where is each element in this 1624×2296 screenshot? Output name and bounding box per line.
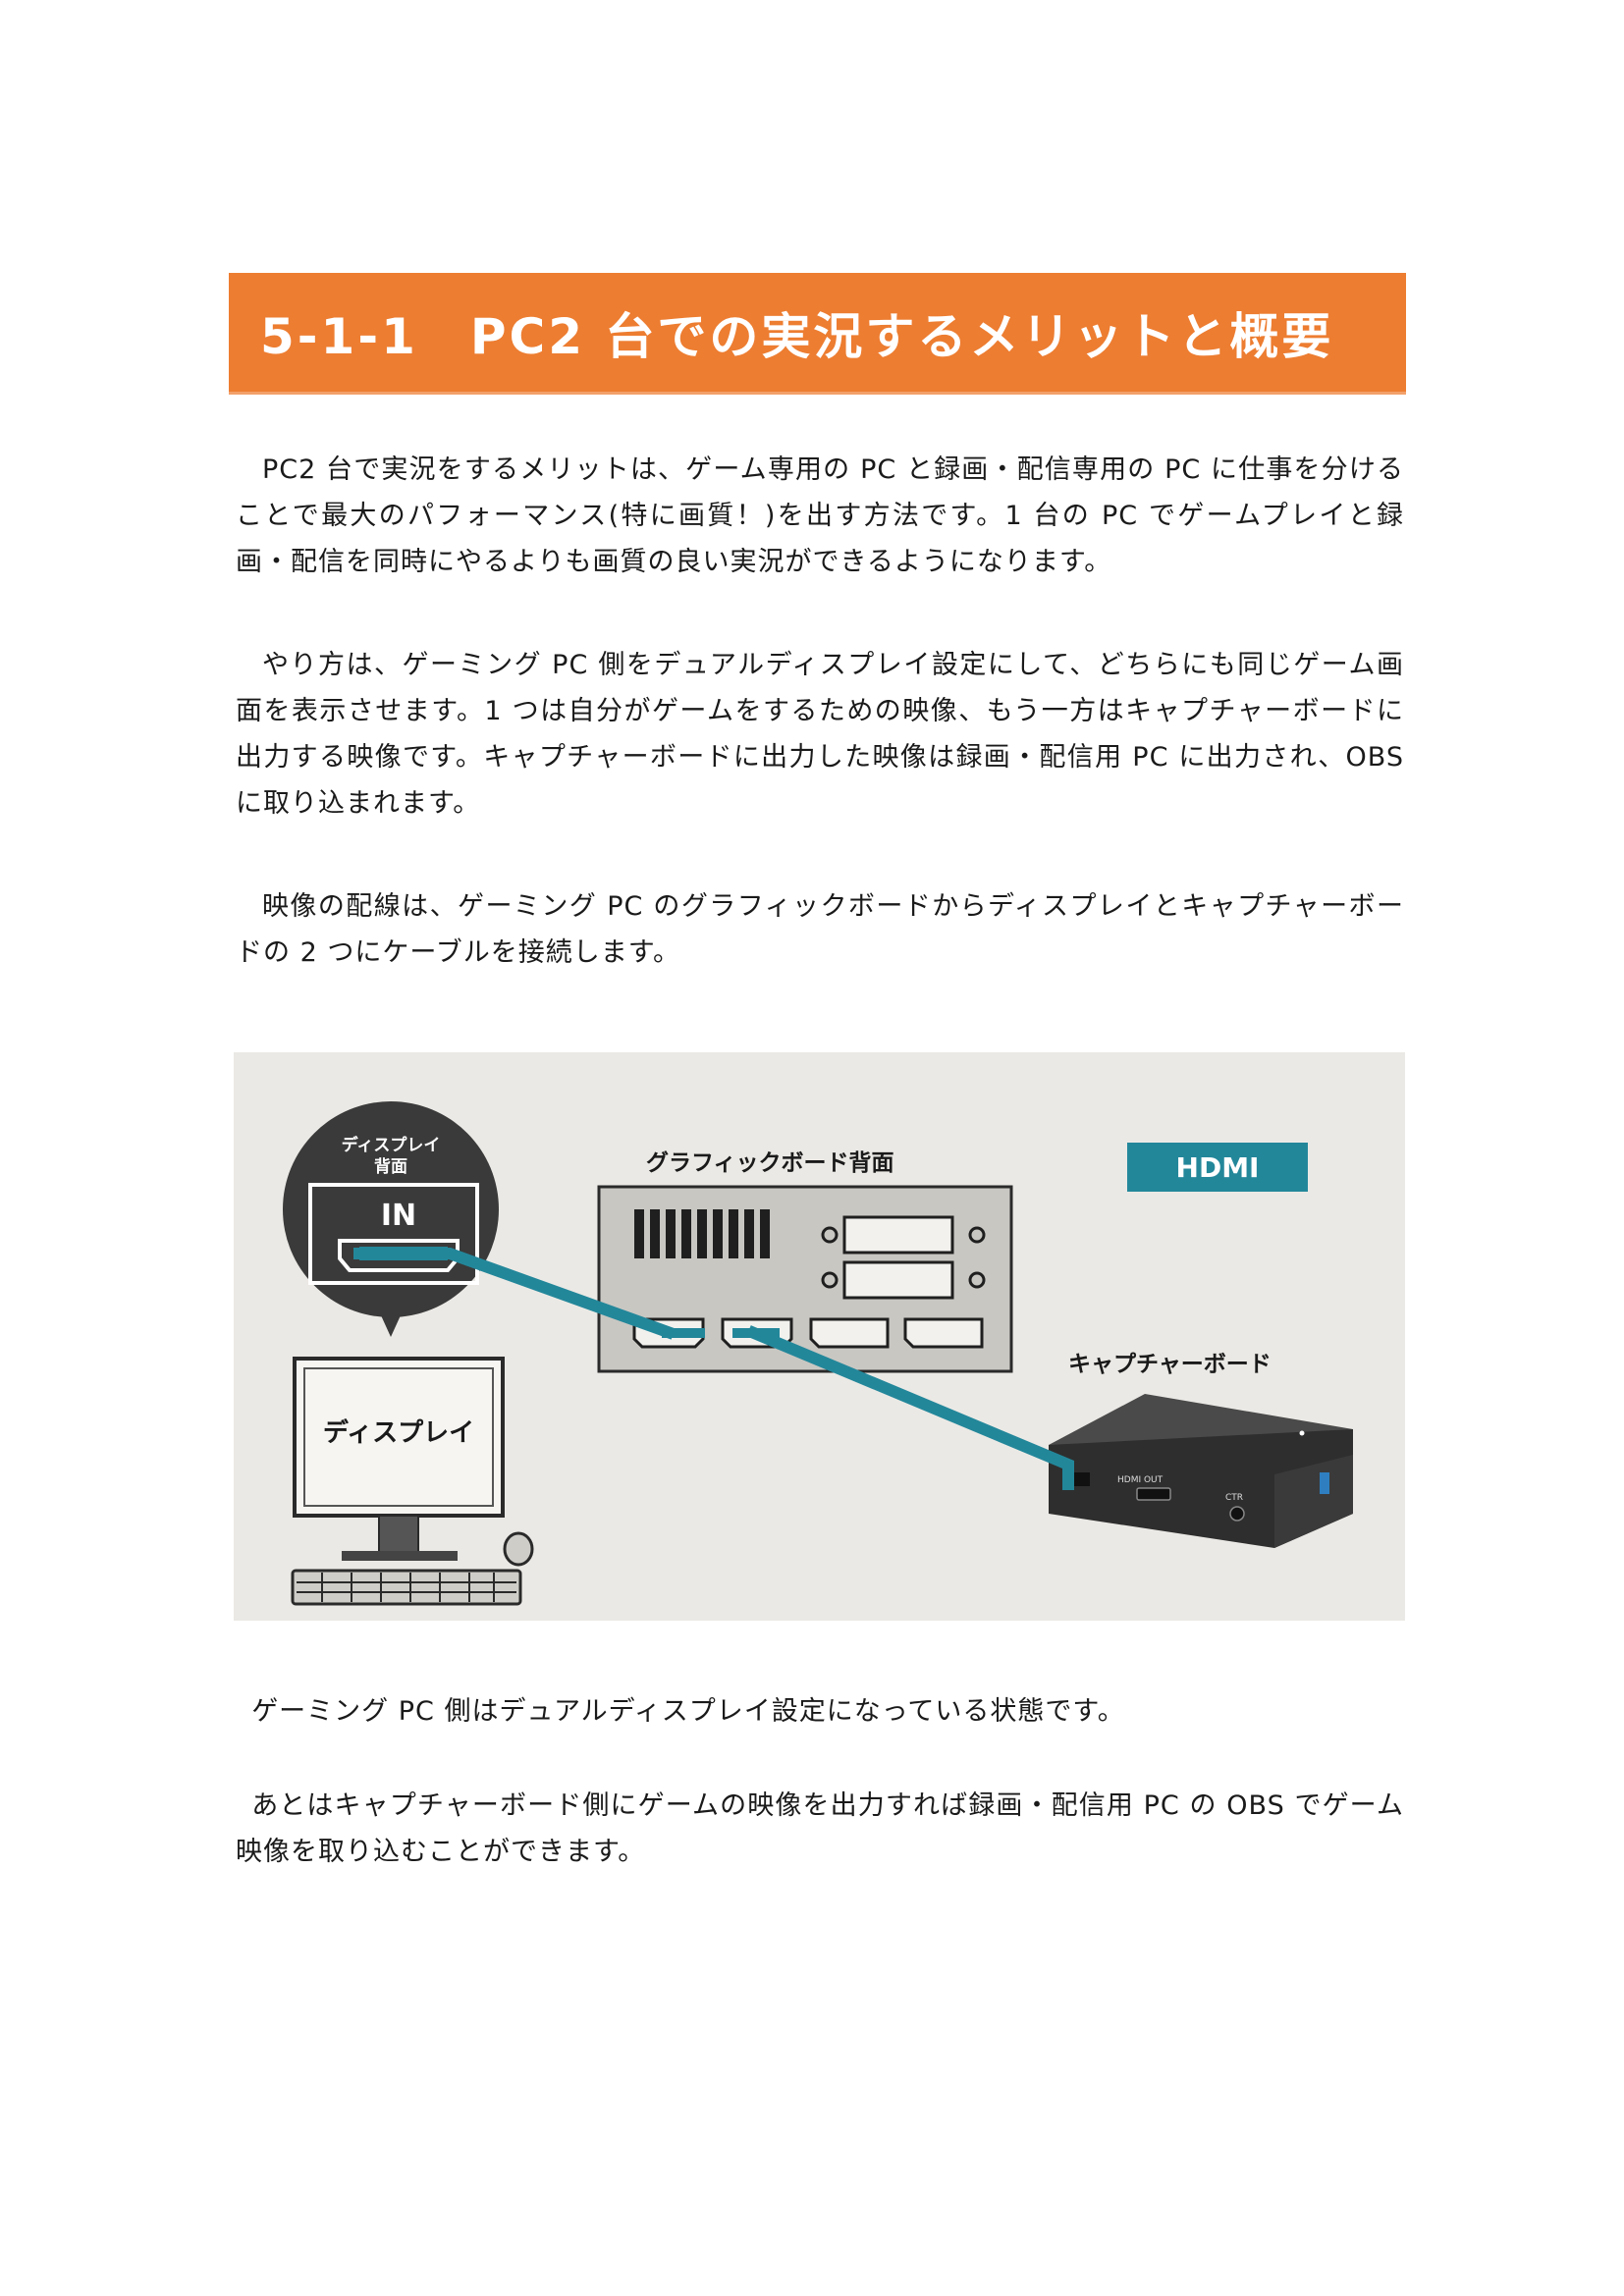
paragraph-5: あとはキャプチャーボード側にゲームの映像を出力すれば録画・配信用 PC の OB…: [236, 1790, 1404, 1867]
gpu-label: グラフィックボード背面: [646, 1149, 894, 1176]
cable-to-capture: [746, 1325, 1074, 1490]
display-back-label-1: ディスプレイ: [342, 1135, 441, 1155]
display-back-label-2: 背面: [374, 1156, 407, 1177]
port-ctr-label: CTR: [1225, 1493, 1243, 1503]
graphics-board: グラフィックボード背面: [597, 1149, 1013, 1373]
capture-hdmi-port-icon: [1136, 1487, 1171, 1501]
section-title: 5-1-1 PC2 台での実況するメリットと概要: [260, 307, 1334, 365]
wiring-diagram: ディスプレイ 背面 IN ディスプレイ グラフィックボード: [234, 1052, 1405, 1621]
in-label: IN: [381, 1199, 416, 1233]
in-port-icon: [338, 1239, 460, 1272]
display-monitor: ディスプレイ: [291, 1357, 534, 1606]
port-hdmi-out-label: HDMI OUT: [1117, 1475, 1164, 1485]
capture-board: キャプチャーボード HDMI OUT CTR: [1049, 1352, 1353, 1548]
hdmi-badge: HDMI: [1127, 1143, 1308, 1192]
dvi-port-icon-2: [821, 1260, 986, 1300]
paragraph-1: PC2 台で実況をするメリットは、ゲーム専用の PC と録画・配信専用の PC …: [236, 454, 1404, 577]
capture-label: キャプチャーボード: [1068, 1352, 1272, 1377]
dp-port-icon-2: [903, 1317, 984, 1349]
paragraph-4: ゲーミング PC 側はデュアルディスプレイ設定になっている状態です。: [251, 1696, 1125, 1727]
ctr-port-icon: [1229, 1506, 1245, 1522]
mouse-icon: [503, 1531, 534, 1567]
section-heading: 5-1-1 PC2 台での実況するメリットと概要: [229, 273, 1406, 395]
paragraph-2: やり方は、ゲーミング PC 側をデュアルディスプレイ設定にして、どちらにも同じゲ…: [236, 650, 1404, 819]
dp-port-icon-1: [809, 1317, 890, 1349]
dvi-port-icon-1: [821, 1215, 986, 1255]
hdmi-label: HDMI: [1176, 1151, 1260, 1184]
display-back-bubble: ディスプレイ 背面 IN: [283, 1101, 499, 1337]
display-label: ディスプレイ: [323, 1417, 474, 1448]
paragraph-3: 映像の配線は、ゲーミング PC のグラフィックボードからディスプレイとキャプチャ…: [236, 891, 1404, 968]
